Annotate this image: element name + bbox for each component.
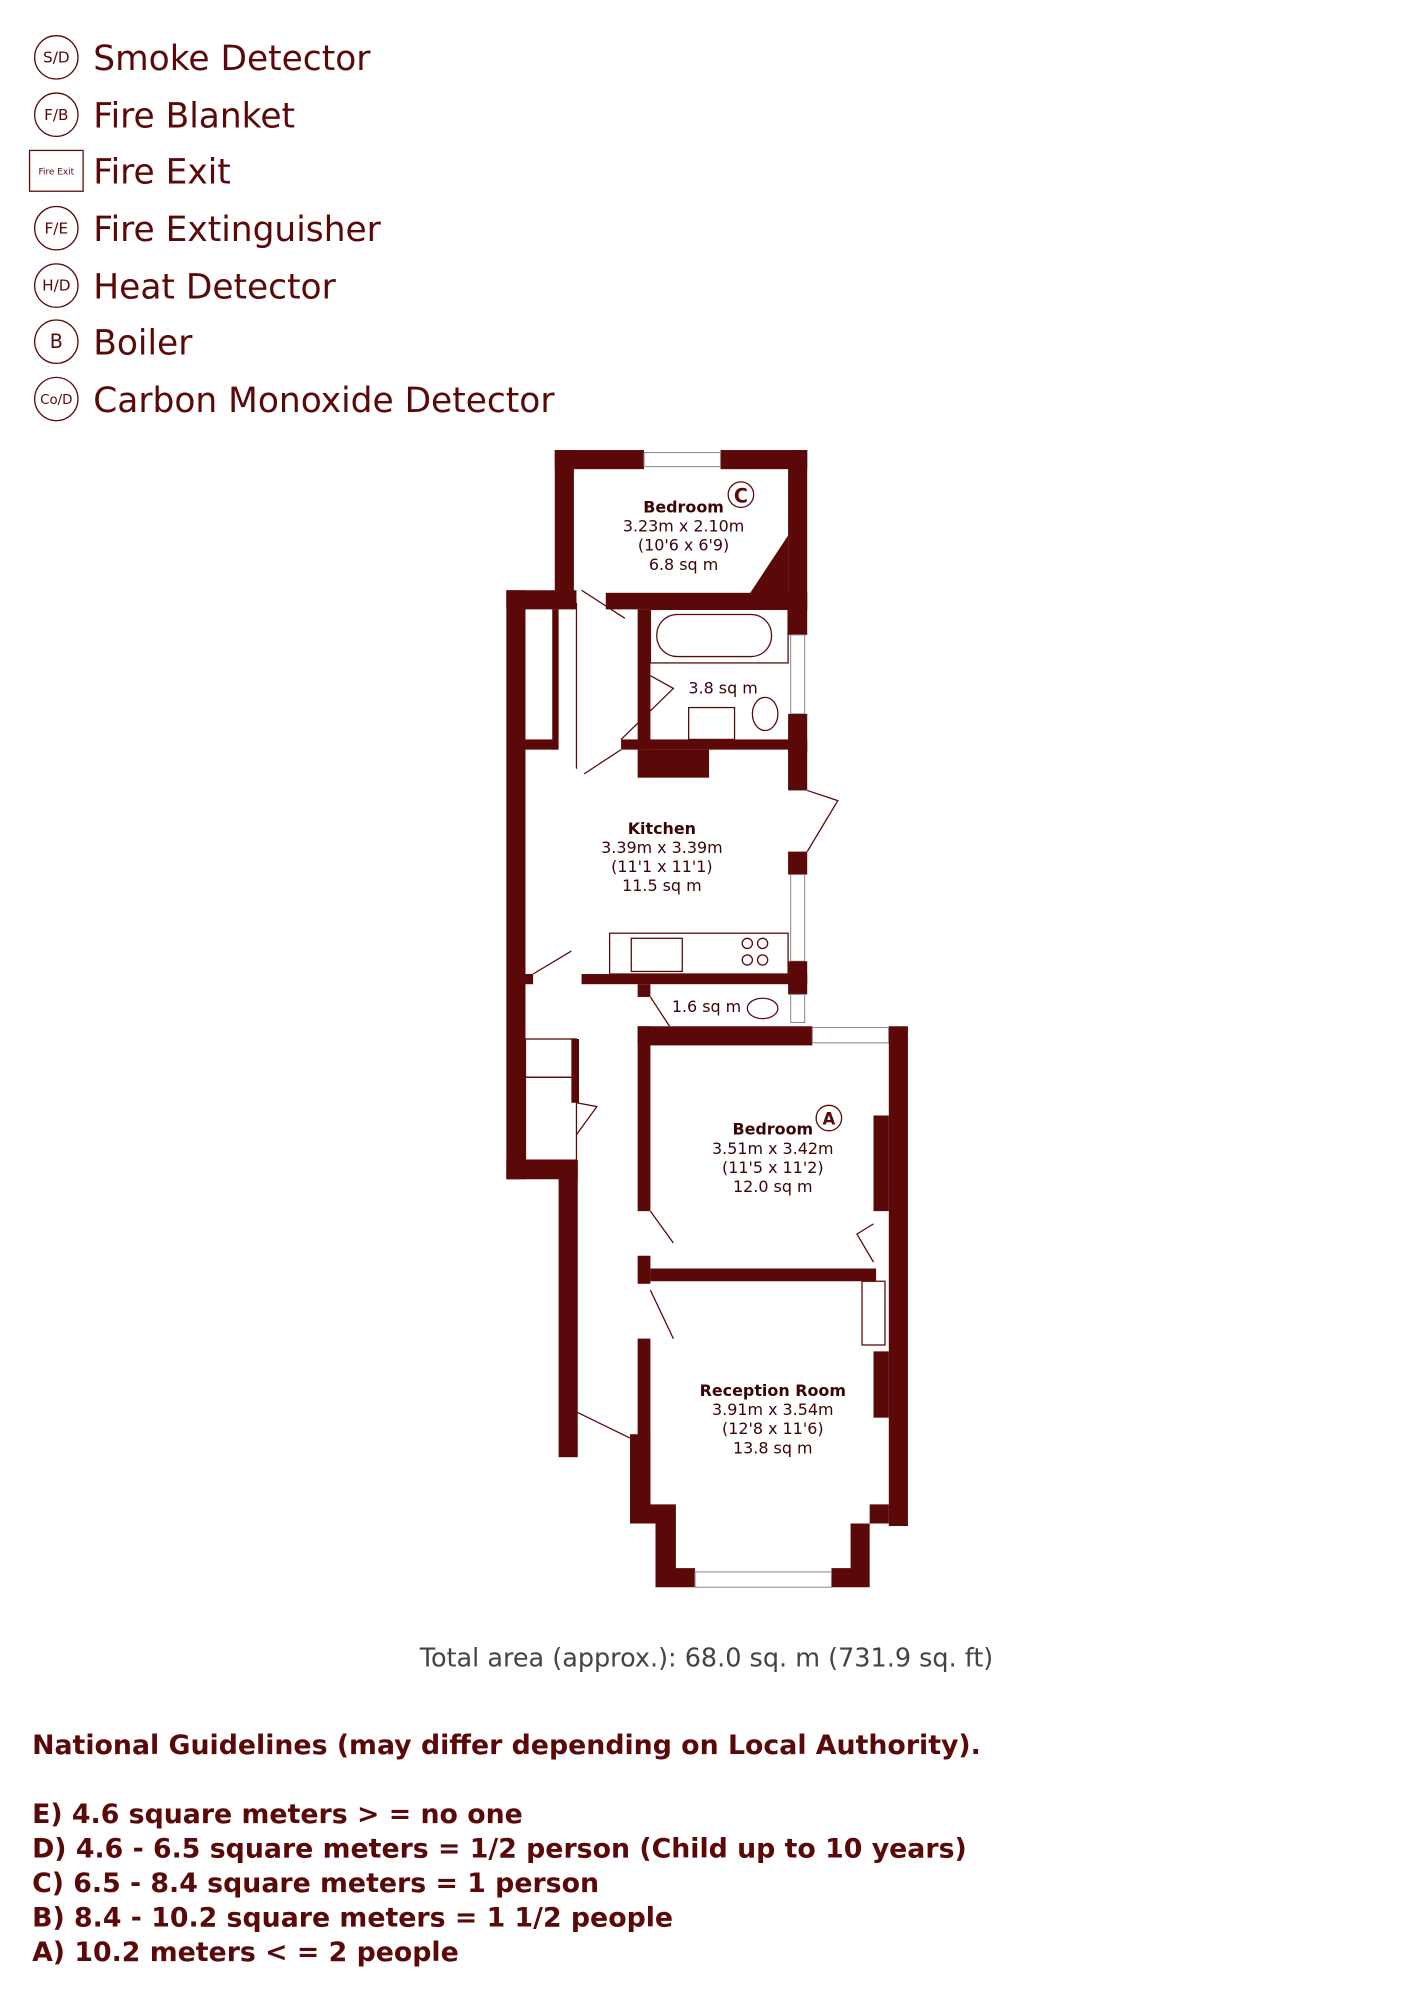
- legend-label: Fire Exit: [93, 153, 231, 193]
- legend-label: Fire Extinguisher: [93, 210, 381, 250]
- legend-item-boiler: B Boiler: [34, 319, 193, 364]
- room-name: Kitchen: [628, 819, 696, 838]
- legend-symbol: Fire Exit: [39, 168, 75, 178]
- guideline-item: B) 8.4 - 10.2 square meters = 1 1/2 peop…: [32, 1902, 673, 1933]
- legend-symbol: Co/D: [40, 393, 72, 408]
- room-dimensions-metric: 3.39m x 3.39m: [601, 838, 722, 857]
- room-area: 13.8 sq m: [733, 1438, 813, 1457]
- legend-item-fire-exit: Fire Exit Fire Exit: [28, 149, 231, 193]
- legend-label: Heat Detector: [93, 267, 336, 307]
- bath-icon: [649, 608, 789, 664]
- walls: [506, 450, 908, 1588]
- wc-toilet-icon: [746, 997, 779, 1020]
- total-area: Total area (approx.): 68.0 sq. m (731.9 …: [419, 1643, 994, 1673]
- guideline-item: C) 6.5 - 8.4 square meters = 1 person: [32, 1868, 599, 1899]
- room-bedroom-a: Bedroom A 3.51m x 3.42m (11'5 x 11'2) 12…: [712, 1104, 843, 1196]
- room-kitchen: Kitchen 3.39m x 3.39m (11'1 x 11'1) 11.5…: [601, 819, 722, 895]
- guideline-item: E) 4.6 square meters > = no one: [32, 1799, 523, 1830]
- room-badge-icon: [727, 481, 755, 509]
- legend-item-fire-blanket: F/B Fire Blanket: [34, 92, 295, 138]
- room-area: 6.8 sq m: [649, 555, 718, 574]
- legend: S/D Smoke Detector F/B Fire Blanket Fire…: [28, 35, 555, 422]
- room-area: 11.5 sq m: [622, 876, 702, 895]
- room-name: Bedroom: [732, 1120, 813, 1139]
- wc-area: 1.6 sq m: [672, 997, 741, 1016]
- room-dimensions-metric: 3.51m x 3.42m: [712, 1139, 833, 1158]
- legend-label: Carbon Monoxide Detector: [93, 381, 555, 421]
- sink-icon: [688, 706, 736, 741]
- legend-symbol: F/E: [45, 219, 69, 237]
- bathroom-area: 3.8 sq m: [688, 679, 757, 698]
- legend-item-heat-detector: H/D Heat Detector: [34, 263, 337, 308]
- room-name: Bedroom: [643, 497, 724, 516]
- room-dimensions-metric: 3.91m x 3.54m: [712, 1400, 833, 1419]
- legend-symbol: S/D: [43, 48, 70, 66]
- legend-symbol: B: [50, 330, 63, 353]
- fixtures: [532, 589, 886, 1439]
- guidelines-title: National Guidelines (may differ dependin…: [32, 1730, 981, 1761]
- legend-item-carbon-monoxide-detector: Co/D Carbon Monoxide Detector: [34, 376, 555, 422]
- guidelines: National Guidelines (may differ dependin…: [32, 1730, 981, 1968]
- room-dimensions-imperial: (10'6 x 6'9): [638, 536, 729, 555]
- room-badge-icon: [815, 1104, 843, 1132]
- legend-label: Fire Blanket: [93, 96, 295, 136]
- room-badge: C: [734, 484, 748, 507]
- guideline-item: D) 4.6 - 6.5 square meters = 1/2 person …: [32, 1833, 967, 1864]
- room-name: Reception Room: [700, 1381, 846, 1400]
- smoke-detector-icon: [34, 35, 79, 80]
- fire-exit-icon: [28, 149, 84, 192]
- legend-label: Smoke Detector: [93, 39, 371, 79]
- legend-item-fire-extinguisher: F/E Fire Extinguisher: [34, 205, 382, 251]
- room-dimensions-imperial: (11'5 x 11'2): [722, 1158, 824, 1177]
- legend-label: Boiler: [93, 323, 193, 363]
- room-dimensions-imperial: (11'1 x 11'1): [611, 857, 713, 876]
- room-bedroom-c: Bedroom C 3.23m x 2.10m (10'6 x 6'9) 6.8…: [623, 481, 755, 574]
- heat-detector-icon: [34, 263, 79, 308]
- boiler-icon: [34, 319, 79, 364]
- carbon-monoxide-detector-icon: [34, 376, 79, 422]
- kitchen-counter: [608, 932, 789, 975]
- room-dimensions-metric: 3.23m x 2.10m: [623, 517, 744, 536]
- fire-blanket-icon: [34, 92, 79, 138]
- fire-extinguisher-icon: [34, 205, 79, 251]
- legend-symbol: F/B: [44, 106, 68, 124]
- guideline-item: A) 10.2 meters < = 2 people: [32, 1937, 459, 1968]
- legend-symbol: H/D: [42, 277, 70, 295]
- kitchen-sink-icon: [630, 937, 683, 973]
- toilet-icon: [751, 696, 779, 732]
- room-reception: Reception Room 3.91m x 3.54m (12'8 x 11'…: [700, 1381, 846, 1457]
- room-area: 12.0 sq m: [733, 1177, 813, 1196]
- room-dimensions-imperial: (12'8 x 11'6): [722, 1419, 824, 1438]
- legend-item-smoke-detector: S/D Smoke Detector: [34, 35, 371, 80]
- room-badge: A: [822, 1109, 835, 1128]
